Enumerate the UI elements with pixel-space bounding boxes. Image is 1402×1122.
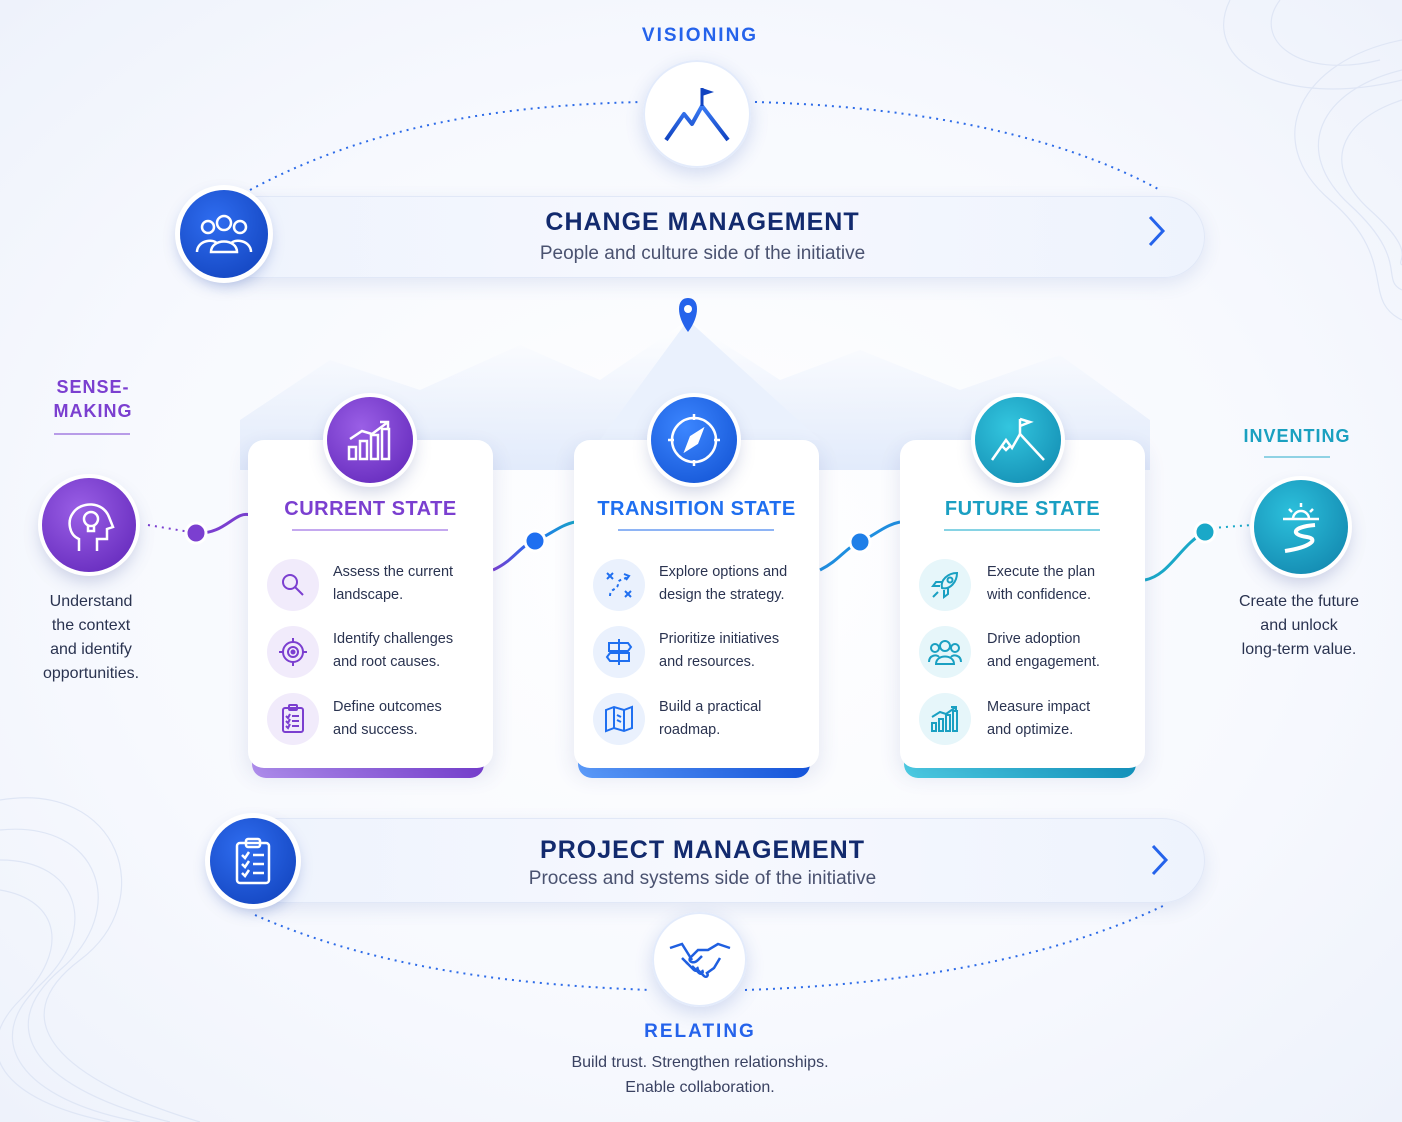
desc-line: Enable collaboration. xyxy=(625,1079,775,1096)
chevron-right-icon[interactable] xyxy=(1145,211,1169,261)
clipboard-list-icon xyxy=(210,818,296,904)
search-icon xyxy=(267,559,319,611)
desc-line: and identify xyxy=(50,641,132,658)
sense-making-label-line1: SENSE- xyxy=(56,377,130,397)
route-icon xyxy=(593,559,645,611)
desc-line: long-term value. xyxy=(1241,641,1357,658)
handshake-icon xyxy=(652,912,747,1007)
item-line: Prioritize initiatives xyxy=(659,631,780,647)
change-management-title: CHANGE MANAGEMENT xyxy=(545,208,860,236)
compass-icon xyxy=(651,397,737,483)
list-item: Execute the plan with confidence. xyxy=(987,561,1095,607)
project-management-subtitle: Process and systems side of the initiati… xyxy=(528,868,877,889)
list-item: Build a practical roadmap. xyxy=(659,696,761,742)
item-line: Measure impact xyxy=(987,699,1091,715)
path-node xyxy=(523,529,547,553)
divider xyxy=(618,529,774,531)
item-line: Explore options and xyxy=(659,564,788,580)
divider xyxy=(292,529,448,531)
desc-line: opportunities. xyxy=(42,665,140,682)
mountain-flag-icon xyxy=(975,397,1061,483)
divider xyxy=(54,433,130,435)
rocket-icon xyxy=(919,559,971,611)
transition-state-card: TRANSITION STATE Explore options and des… xyxy=(574,440,819,768)
people-group-icon xyxy=(180,190,268,278)
divider xyxy=(1264,456,1330,458)
desc-line: Understand xyxy=(49,593,133,610)
mountain-flag-icon xyxy=(643,60,751,168)
item-line: and optimize. xyxy=(987,722,1074,738)
change-management-subtitle: People and culture side of the initiativ… xyxy=(539,243,866,264)
clipboard-checklist-icon xyxy=(267,693,319,745)
item-line: Identify challenges xyxy=(333,631,454,647)
card-title: TRANSITION STATE xyxy=(597,498,796,520)
list-item: Prioritize initiatives and resources. xyxy=(659,628,779,674)
item-line: Define outcomes xyxy=(333,699,442,715)
sense-making-label-line2: MAKING xyxy=(53,401,133,421)
list-item: Drive adoption and engagement. xyxy=(987,628,1100,674)
relating-description: Build trust. Strengthen relationships. E… xyxy=(520,1050,880,1100)
bar-chart-icon xyxy=(327,397,413,483)
item-line: and root causes. xyxy=(333,654,441,670)
item-line: design the strategy. xyxy=(659,587,785,603)
card-title: CURRENT STATE xyxy=(284,498,457,520)
item-line: roadmap. xyxy=(659,722,721,738)
list-item: Identify challenges and root causes. xyxy=(333,628,453,674)
project-management-bar[interactable]: PROJECT MANAGEMENT Process and systems s… xyxy=(230,818,1205,903)
orbit-top xyxy=(249,101,641,191)
signpost-icon xyxy=(593,626,645,678)
change-management-bar[interactable]: CHANGE MANAGEMENT People and culture sid… xyxy=(200,196,1205,278)
growth-chart-icon xyxy=(919,693,971,745)
chevron-right-icon[interactable] xyxy=(1148,840,1172,890)
inventing-label: INVENTING xyxy=(1243,426,1351,446)
relating-label: RELATING xyxy=(644,1021,756,1042)
head-lightbulb-icon xyxy=(42,478,136,572)
item-line: and resources. xyxy=(659,654,755,670)
list-item: Assess the current landscape. xyxy=(333,561,453,607)
card-title: FUTURE STATE xyxy=(944,498,1101,520)
item-line: Assess the current xyxy=(333,564,454,580)
desc-line: Build trust. Strengthen relationships. xyxy=(571,1054,829,1071)
project-management-title: PROJECT MANAGEMENT xyxy=(540,836,865,864)
list-item: Define outcomes and success. xyxy=(333,696,442,742)
desc-line: and unlock xyxy=(1260,617,1338,634)
item-line: and engagement. xyxy=(987,654,1100,670)
desc-line: Create the future xyxy=(1238,593,1360,610)
orbit-top-right xyxy=(754,101,1161,191)
path-node xyxy=(184,521,208,545)
list-item: Measure impact and optimize. xyxy=(987,696,1090,742)
item-line: and success. xyxy=(333,722,418,738)
visioning-label: VISIONING xyxy=(641,25,759,46)
orbit-bottom-right xyxy=(744,904,1166,991)
sense-making-description: Understand the context and identify oppo… xyxy=(20,590,162,686)
desc-line: the context xyxy=(51,617,131,634)
location-pin-icon xyxy=(679,298,697,332)
path-node xyxy=(848,530,872,554)
divider xyxy=(944,529,1100,531)
people-icon xyxy=(919,626,971,678)
item-line: Drive adoption xyxy=(987,631,1081,647)
path-node xyxy=(1193,520,1217,544)
orbit-bottom-left xyxy=(254,914,651,991)
sense-making-label: SENSE- MAKING xyxy=(30,375,156,423)
item-line: landscape. xyxy=(333,587,404,603)
current-state-card: CURRENT STATE Assess the current landsca… xyxy=(248,440,493,768)
list-item: Explore options and design the strategy. xyxy=(659,561,787,607)
inventing-description: Create the future and unlock long-term v… xyxy=(1222,590,1376,662)
item-line: Execute the plan xyxy=(987,564,1096,580)
item-line: Build a practical xyxy=(659,699,762,715)
map-icon xyxy=(593,693,645,745)
target-icon xyxy=(267,626,319,678)
future-state-card: FUTURE STATE Execute the plan with confi… xyxy=(900,440,1145,768)
sunrise-road-icon xyxy=(1254,480,1348,574)
item-line: with confidence. xyxy=(987,587,1091,603)
